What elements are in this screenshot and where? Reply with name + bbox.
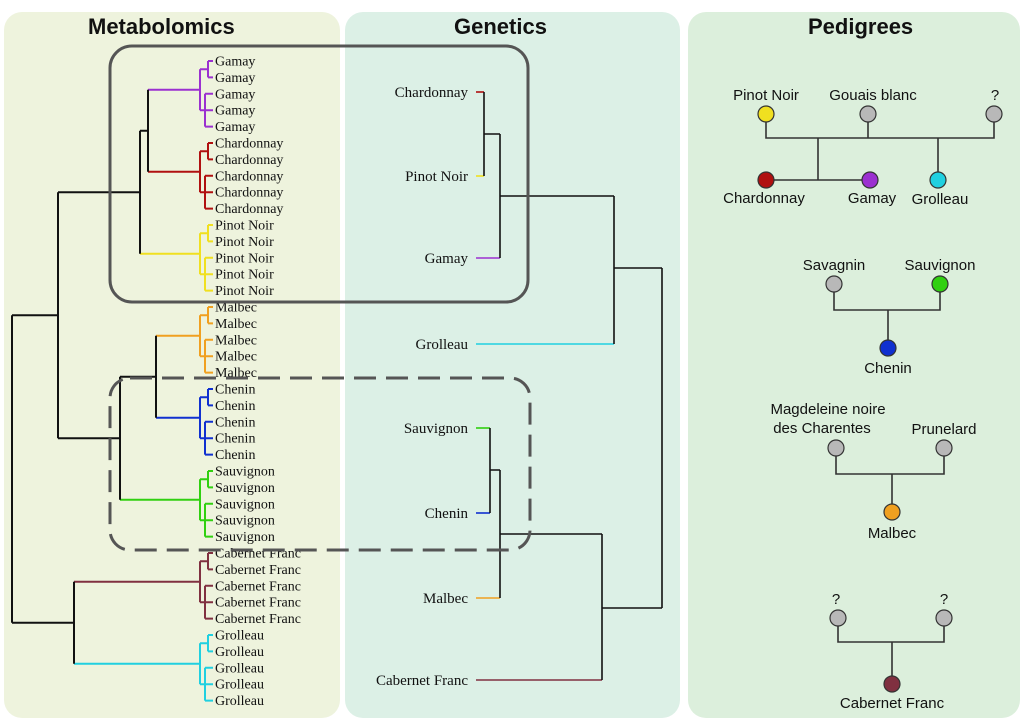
met-leaf-label: Chardonnay [215, 169, 283, 184]
genetics-leaf-label: Cabernet Franc [376, 673, 468, 689]
met-leaf-label: Chenin [215, 432, 255, 447]
pedigrees-title: Pedigrees [808, 14, 914, 39]
pedigree-family4-lines [837, 618, 945, 684]
met-leaf-label: Chardonnay [215, 137, 283, 152]
met-leaf-label: Sauvignon [215, 481, 275, 496]
gamay-met-branch [148, 60, 213, 128]
met-leaf-label: Malbec [215, 301, 257, 316]
pedigrees-panel [688, 12, 1020, 718]
pedigree-child-label: Gamay [848, 190, 897, 207]
met-leaf-label: Malbec [215, 333, 257, 348]
met-leaf-label: Cabernet Franc [215, 563, 301, 578]
chenin-met-branch [156, 388, 213, 456]
met-leaf-label: Pinot Noir [215, 251, 274, 266]
savagnin-parent-node [825, 275, 843, 293]
grolleau-met-branch [74, 634, 213, 702]
genetics-leaf-label: Gamay [425, 251, 469, 267]
genetics-leaf-label: Grolleau [416, 337, 469, 353]
gamay-child-node [861, 171, 879, 189]
met-leaf-label: Gamay [215, 71, 255, 86]
sauvignon-parent-node [931, 275, 949, 293]
pedigree-parent-label: ? [832, 591, 840, 608]
met-leaf-label: Pinot Noir [215, 284, 274, 299]
genetics-tree-trunk [483, 92, 663, 680]
met-leaf-label: Pinot Noir [215, 268, 274, 283]
malbec-met-branch [156, 306, 213, 374]
met-leaf-label: Cabernet Franc [215, 547, 301, 562]
chenin-child-node [879, 339, 897, 357]
met-leaf-label: Malbec [215, 317, 257, 332]
met-leaf-label: Chardonnay [215, 202, 283, 217]
malbec-child-node [883, 503, 901, 521]
met-leaf-label: Chenin [215, 399, 255, 414]
chardonnay-met-branch [148, 142, 213, 210]
met-leaf-label: Gamay [215, 120, 255, 135]
met-leaf-label: Chenin [215, 448, 255, 463]
cabernet-franc-child-node [883, 675, 901, 693]
pedigree-parent-label: ? [940, 591, 948, 608]
met-leaf-label: Sauvignon [215, 497, 275, 512]
magdeleine-parent-node [827, 439, 845, 457]
chardonnay-child-node [757, 171, 775, 189]
dashed-highlight-box [108, 376, 532, 552]
pedigree-parent-label: Sauvignon [905, 257, 976, 274]
cabernet-franc-met-branch [74, 552, 213, 620]
met-leaf-label: Chenin [215, 383, 255, 398]
met-leaf-label: Gamay [215, 104, 255, 119]
genetics-panel [345, 12, 680, 718]
genetics-leaf-label: Sauvignon [404, 421, 469, 437]
pedigree-child-label: Malbec [868, 525, 917, 542]
pedigree-child-label: Chardonnay [723, 190, 805, 207]
pedigree-child-label: Grolleau [912, 191, 969, 208]
pedigree-parent-label: Gouais blanc [829, 87, 917, 104]
unknown-parent-node [935, 609, 953, 627]
met-leaf-label: Cabernet Franc [215, 596, 301, 611]
metabolomics-panel [4, 12, 340, 718]
solid-highlight-box [108, 44, 530, 304]
pedigree-child-label: Chenin [864, 360, 912, 377]
met-leaf-label: Gamay [215, 55, 255, 70]
prunelard-parent-node [935, 439, 953, 457]
met-leaf-label: Pinot Noir [215, 219, 274, 234]
pedigree-child-label: Cabernet Franc [840, 695, 945, 712]
met-leaf-label: Gamay [215, 87, 255, 102]
pedigree-parent-label: Savagnin [803, 257, 866, 274]
sauvignon-met-branch [120, 470, 213, 538]
pedigree-family1-lines [765, 114, 995, 181]
genetics-leaf-label: Malbec [423, 591, 468, 607]
met-leaf-label: Chenin [215, 415, 255, 430]
met-leaf-label: Cabernet Franc [215, 579, 301, 594]
pedigree-family3-lines [835, 448, 945, 512]
genetics-leaf-label: Chenin [425, 506, 469, 522]
met-leaf-label: Grolleau [215, 645, 264, 660]
unknown-parent-node [829, 609, 847, 627]
gouais-blanc-parent-node [859, 105, 877, 123]
grolleau-child-node [929, 171, 947, 189]
met-leaf-label: Grolleau [215, 678, 264, 693]
met-leaf-label: Sauvignon [215, 465, 275, 480]
met-leaf-label: Malbec [215, 350, 257, 365]
met-leaf-label: Sauvignon [215, 514, 275, 529]
metabolomics-title: Metabolomics [88, 14, 235, 39]
pinot-noir-met-branch [140, 224, 213, 292]
pedigree-parent-label: Pinot Noir [733, 87, 799, 104]
met-leaf-label: Pinot Noir [215, 235, 274, 250]
genetics-title: Genetics [454, 14, 547, 39]
met-leaf-label: Cabernet Franc [215, 612, 301, 627]
met-leaf-label: Chardonnay [215, 186, 283, 201]
pedigree-parent-label: Prunelard [911, 421, 976, 438]
met-leaf-label: Grolleau [215, 661, 264, 676]
met-leaf-label: Grolleau [215, 694, 264, 709]
genetics-leaf-label: Chardonnay [395, 85, 469, 101]
met-leaf-label: Chardonnay [215, 153, 283, 168]
pedigree-family2-lines [833, 284, 941, 348]
pinot-noir-parent-node [757, 105, 775, 123]
met-leaf-label: Sauvignon [215, 530, 275, 545]
pedigree-parent-label: ? [991, 87, 999, 104]
genetics-leaf-label: Pinot Noir [405, 169, 468, 185]
unknown-parent-node [985, 105, 1003, 123]
met-leaf-label: Grolleau [215, 629, 264, 644]
